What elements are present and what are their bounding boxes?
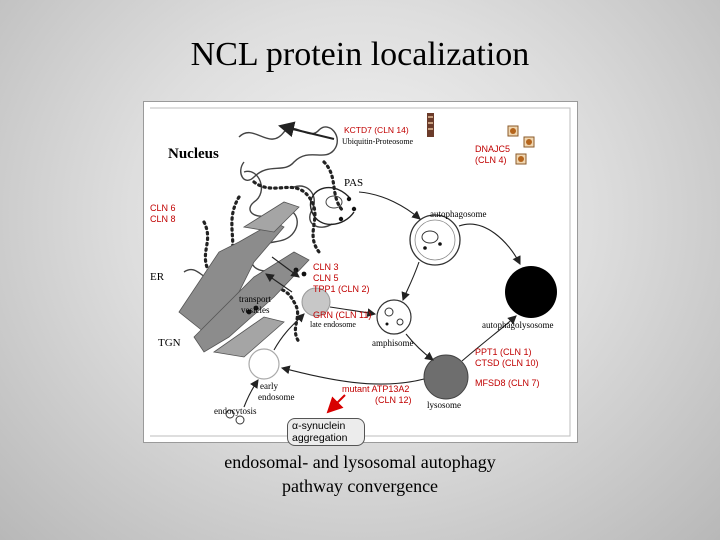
slide-title: NCL protein localization xyxy=(190,36,530,73)
dnajc5-label: DNAJC5 xyxy=(475,144,511,154)
autophagolysosome-organelle xyxy=(505,266,557,318)
cln6-label: CLN 6 xyxy=(150,203,176,213)
caption-line-1: endosomal- and lysosomal autophagy xyxy=(224,452,496,472)
ubiquitin-proteasome-label: Ubiquitin-Proteosome xyxy=(342,137,414,146)
nucleus-label: Nucleus xyxy=(168,146,219,162)
tgn-label: TGN xyxy=(158,337,181,349)
vesicles-label: vesicles xyxy=(241,305,270,315)
aggregation-label: aggregation xyxy=(292,432,348,444)
early-endosome-organelle xyxy=(248,348,280,380)
synuclein-aggregation-box: α-synuclein aggregation xyxy=(287,418,365,446)
amphisome-organelle xyxy=(376,299,412,335)
cln5-label: CLN 5 xyxy=(313,273,339,283)
ubiquitin-proteasome-icon xyxy=(427,113,434,137)
tpp1-label: TPP1 (CLN 2) xyxy=(313,284,370,294)
autophagosome-organelle xyxy=(409,214,461,266)
late-endosome-label: late endosome xyxy=(310,320,356,329)
lysosome-organelle xyxy=(423,354,469,400)
pas-label: PAS xyxy=(344,177,364,189)
endosome-label: endosome xyxy=(258,392,295,402)
pas-inclusion xyxy=(325,195,343,209)
late-endosome-organelle xyxy=(301,287,331,317)
dnajc5-cln-label: (CLN 4) xyxy=(475,155,507,165)
mfsd8-label: MFSD8 (CLN 7) xyxy=(475,378,540,388)
transport-label: transport xyxy=(239,294,271,304)
cln8-label: CLN 8 xyxy=(150,214,176,224)
lysosome-label: lysosome xyxy=(427,400,462,410)
autophagosome-label: autophagosome xyxy=(430,209,487,219)
amphisome-label: amphisome xyxy=(372,338,414,348)
ctsd-label: CTSD (CLN 10) xyxy=(475,358,539,368)
synuclein-label: α-synuclein xyxy=(292,420,346,432)
ppt1-label: PPT1 (CLN 1) xyxy=(475,347,532,357)
grn-label: GRN (CLN 11) xyxy=(313,310,372,320)
pas-membrane xyxy=(309,186,355,226)
cell-diagram-drawing xyxy=(150,107,571,437)
atp13a2-label: mutant ATP13A2 xyxy=(342,384,410,394)
er-sheets xyxy=(178,201,310,358)
atp13a2-cln-label: (CLN 12) xyxy=(375,395,412,405)
cell-diagram: Nucleus ER TGN PAS autophagosome transpo… xyxy=(143,101,578,443)
cln3-label: CLN 3 xyxy=(313,262,339,272)
early-label: early xyxy=(260,381,278,391)
caption-line-2: pathway convergence xyxy=(281,476,439,496)
dnajc5-icons xyxy=(507,125,535,165)
autophagolysosome-label: autophagolysosome xyxy=(482,320,554,330)
er-label: ER xyxy=(150,271,165,283)
pathway-arrows xyxy=(243,121,521,408)
kctd7-label: KCTD7 (CLN 14) xyxy=(344,125,409,135)
endocytosis-label: endocytosis xyxy=(214,406,257,416)
